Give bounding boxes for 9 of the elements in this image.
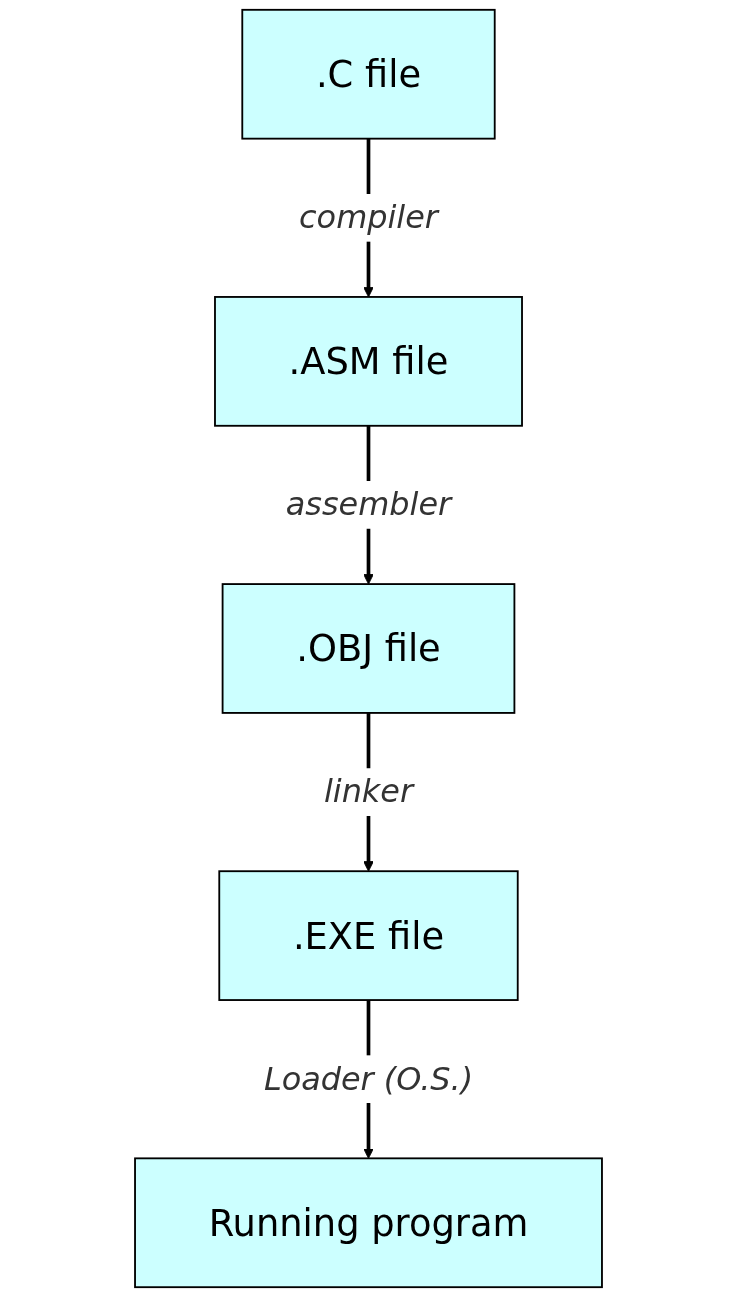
edge-label: assembler	[285, 485, 452, 523]
edge-label: compiler	[299, 198, 438, 236]
node-box: .EXE file	[218, 870, 519, 1001]
node-box: .C file	[241, 8, 496, 140]
edge-label: linker	[323, 773, 414, 810]
node-box: .ASM file	[214, 296, 523, 427]
node-box: .OBJ file	[221, 583, 516, 714]
node-box: Running program	[134, 1157, 603, 1289]
edge-label: Loader (O.S.)	[263, 1060, 474, 1097]
